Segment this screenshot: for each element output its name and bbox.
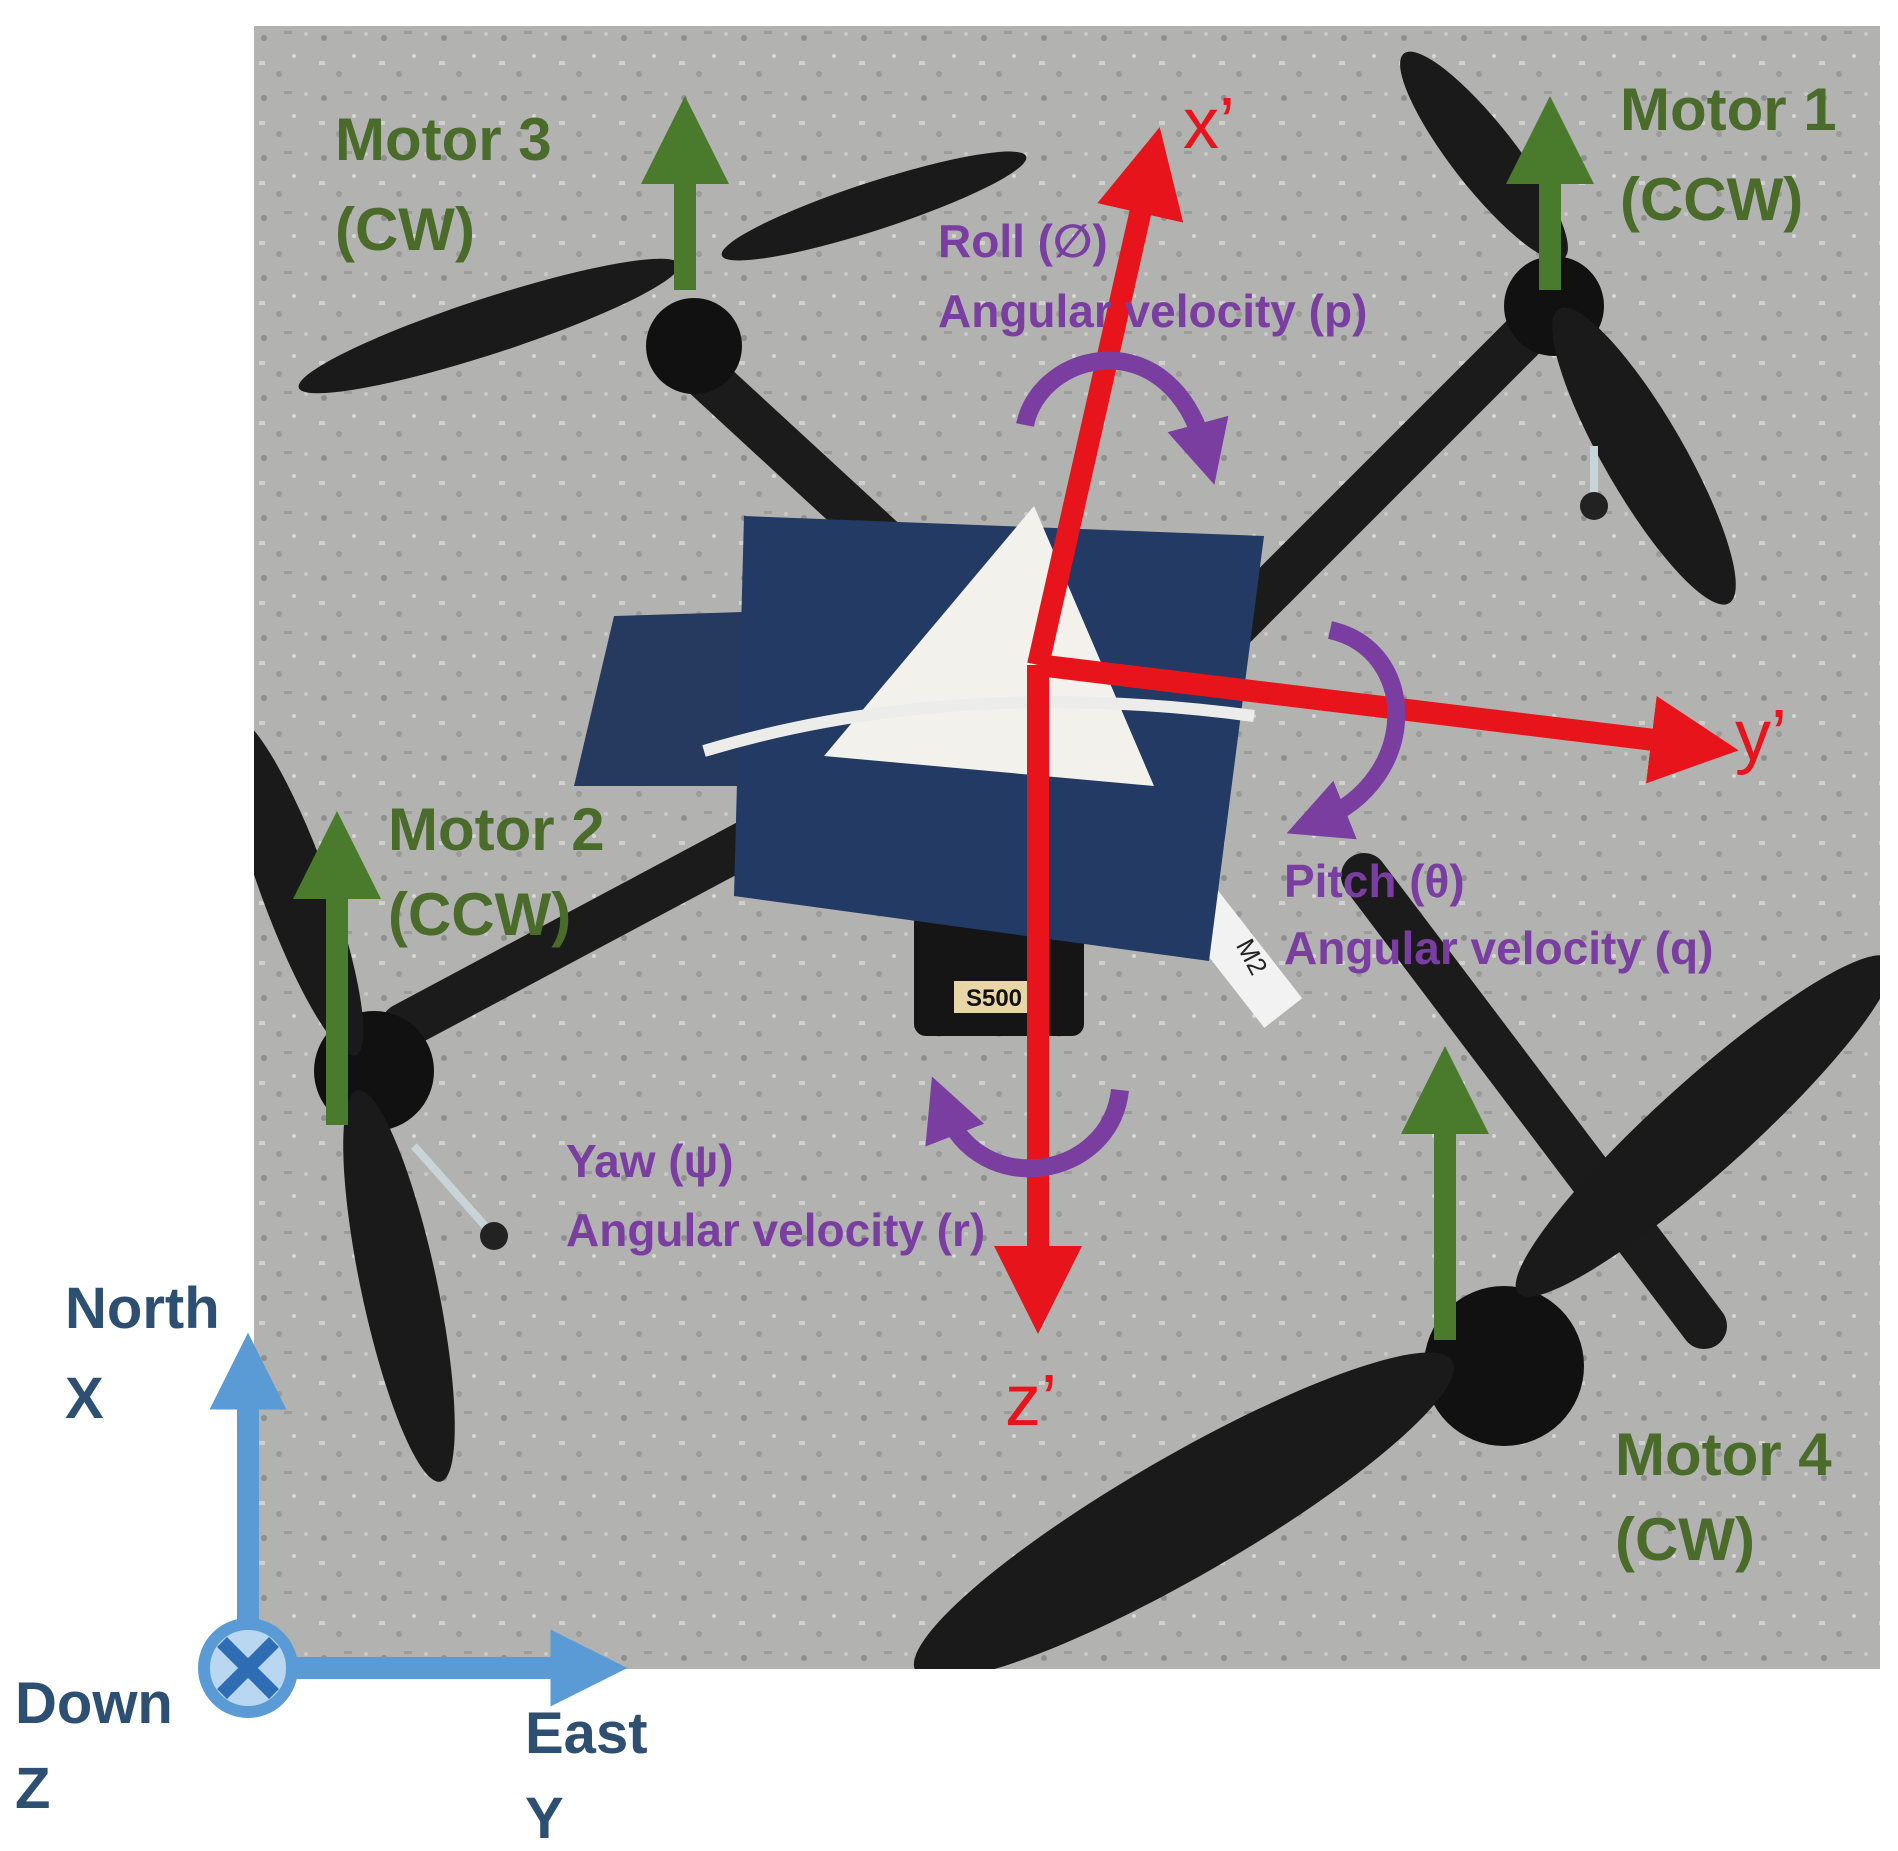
- yaw-velocity-label: Angular velocity (r): [566, 1204, 986, 1256]
- roll-velocity-label: Angular velocity (p): [938, 285, 1368, 337]
- drone-illustration: S500 M2: [254, 26, 1880, 1669]
- east-label: East: [525, 1701, 648, 1766]
- roll-label: Roll (∅): [938, 215, 1108, 267]
- down-axis-label: Z: [15, 1756, 51, 1821]
- roll-rotation-arrow: [1016, 351, 1229, 485]
- down-label: Down: [15, 1671, 173, 1736]
- pitch-rotation-arrow: [1286, 621, 1406, 840]
- motor1-name: Motor 1: [1620, 76, 1837, 143]
- pitch-velocity-label: Angular velocity (q): [1284, 922, 1714, 974]
- north-label: North: [65, 1276, 220, 1341]
- motor4-direction: (CW): [1615, 1506, 1755, 1573]
- board-model: S500: [966, 985, 1022, 1012]
- pitch-label: Pitch (θ): [1284, 855, 1465, 907]
- east-axis-label: Y: [525, 1786, 564, 1851]
- y-axis-label: y’: [1735, 696, 1787, 776]
- zip-tie: [702, 696, 1255, 757]
- x-body-axis: [1027, 127, 1184, 668]
- down-into-page-icon: [198, 1618, 298, 1718]
- motor3-direction: (CW): [335, 196, 475, 263]
- yaw-label: Yaw (ψ): [566, 1135, 734, 1187]
- y-body-axis: [1036, 654, 1739, 784]
- motor1-direction: (CCW): [1620, 166, 1804, 233]
- motor2-direction: (CCW): [388, 881, 572, 948]
- motor4-name: Motor 4: [1615, 1421, 1832, 1488]
- x-axis-label: x’: [1183, 84, 1235, 164]
- z-axis-label: z’: [1005, 1361, 1057, 1441]
- yaw-rotation-arrow: [925, 1076, 1129, 1178]
- motor2-name: Motor 2: [388, 796, 605, 863]
- motor3-name: Motor 3: [335, 106, 552, 173]
- board-label: [954, 981, 1034, 1013]
- drone-photo: S500 M2: [254, 26, 1880, 1669]
- north-axis-label: X: [65, 1366, 104, 1431]
